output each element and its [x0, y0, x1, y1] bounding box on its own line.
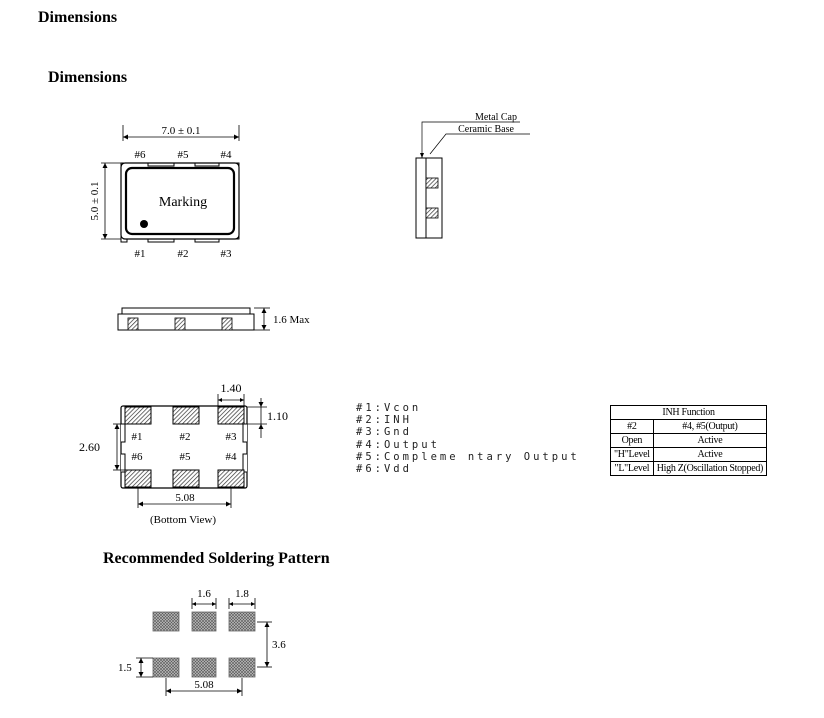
metal-cap-label: Metal Cap: [475, 112, 517, 123]
solder-pad-height: 1.5: [118, 662, 132, 674]
pin-label-4: #4: [221, 149, 233, 161]
soldering-pattern-diagram: 1.6 1.8 3.6 1.5 5.08: [118, 588, 286, 696]
solder-pad-width: 1.6: [197, 588, 211, 600]
solder-span-dimension: 3.6: [272, 639, 286, 651]
table-cell: #4, #5(Output): [652, 419, 768, 434]
table-row: "H"Level Active: [610, 447, 768, 462]
max-height-dimension: 1.6 Max: [273, 314, 310, 326]
height-dimension: 5.0 ± 0.1: [89, 181, 101, 220]
width-dimension: 7.0 ± 0.1: [161, 125, 200, 137]
pad-pitch-dimension: 5.08: [175, 492, 195, 504]
bottom-package-outline: [120, 405, 248, 489]
bottom-pin-2: #2: [180, 431, 191, 443]
bottom-pin-3: #3: [226, 431, 238, 443]
bottom-pin-1: #1: [132, 431, 143, 443]
pad-width-dimension: 1.40: [221, 381, 242, 395]
pin-function-3: #3:Gnd: [356, 426, 412, 439]
pin-function-1: #1:Vcon: [356, 402, 422, 414]
pin-label-6: #6: [135, 149, 147, 161]
profile-view-diagram: 1.6 Max: [117, 307, 310, 331]
soldering-title: Recommended Soldering Pattern: [103, 550, 330, 567]
table-row: #2 #4, #5(Output): [610, 419, 768, 434]
section-title: Dimensions: [48, 69, 128, 86]
bottom-pin-4: #4: [226, 451, 238, 463]
pin-function-2: #2:INH: [356, 414, 412, 427]
solder-pitch-dimension: 5.08: [194, 679, 214, 691]
table-cell: "H"Level: [610, 447, 654, 462]
table-cell: Active: [652, 447, 768, 462]
inh-table-header: INH Function: [609, 405, 768, 420]
pin-function-5: #5:Compleme ntary Output: [356, 450, 580, 463]
top-view-diagram: 7.0 ± 0.1 5.0 ± 0.1 #6 #5 #4 Marking #1 …: [89, 125, 240, 260]
page-title: Dimensions: [38, 9, 118, 26]
pad-span-dimension: 2.60: [79, 440, 100, 454]
table-cell: "L"Level: [610, 461, 654, 476]
ceramic-base-label: Ceramic Base: [458, 124, 514, 135]
table-cell: Active: [652, 433, 768, 448]
pin-label-3: #3: [221, 248, 233, 260]
pin-label-1: #1: [135, 248, 146, 260]
package-outline: [120, 162, 240, 240]
marking-label: Marking: [159, 195, 207, 210]
bottom-view-diagram: 1.40 #1 #2 #3 #6 #5 #4 1.10 2.60 5.08 (B…: [79, 381, 288, 526]
inh-function-table: INH Function #2 #4, #5(Output) Open Acti…: [609, 405, 768, 476]
pin-label-2: #2: [178, 248, 189, 260]
pin-function-list: #1:Vcon #2:INH #3:Gnd #4:Output #5:Compl…: [356, 402, 580, 475]
bottom-view-caption: (Bottom View): [150, 514, 216, 526]
pin-label-5: #5: [178, 149, 190, 161]
table-cell: Open: [610, 433, 654, 448]
table-cell: High Z(Oscillation Stopped): [652, 461, 768, 476]
bottom-pin-6: #6: [132, 451, 144, 463]
side-view-diagram: Metal Cap Ceramic Base: [415, 112, 530, 239]
pin-function-6: #6:Vdd: [356, 463, 412, 476]
pad-height-dimension: 1.10: [267, 409, 288, 423]
pin-function-4: #4:Output: [356, 438, 440, 451]
package-lid: [124, 166, 236, 236]
solder-pad-gap: 1.8: [235, 588, 249, 600]
bottom-pin-5: #5: [180, 451, 192, 463]
table-row: "L"Level High Z(Oscillation Stopped): [610, 461, 768, 476]
pin1-indicator-icon: [140, 220, 148, 228]
table-cell: #2: [610, 419, 654, 434]
table-row: Open Active: [610, 433, 768, 448]
